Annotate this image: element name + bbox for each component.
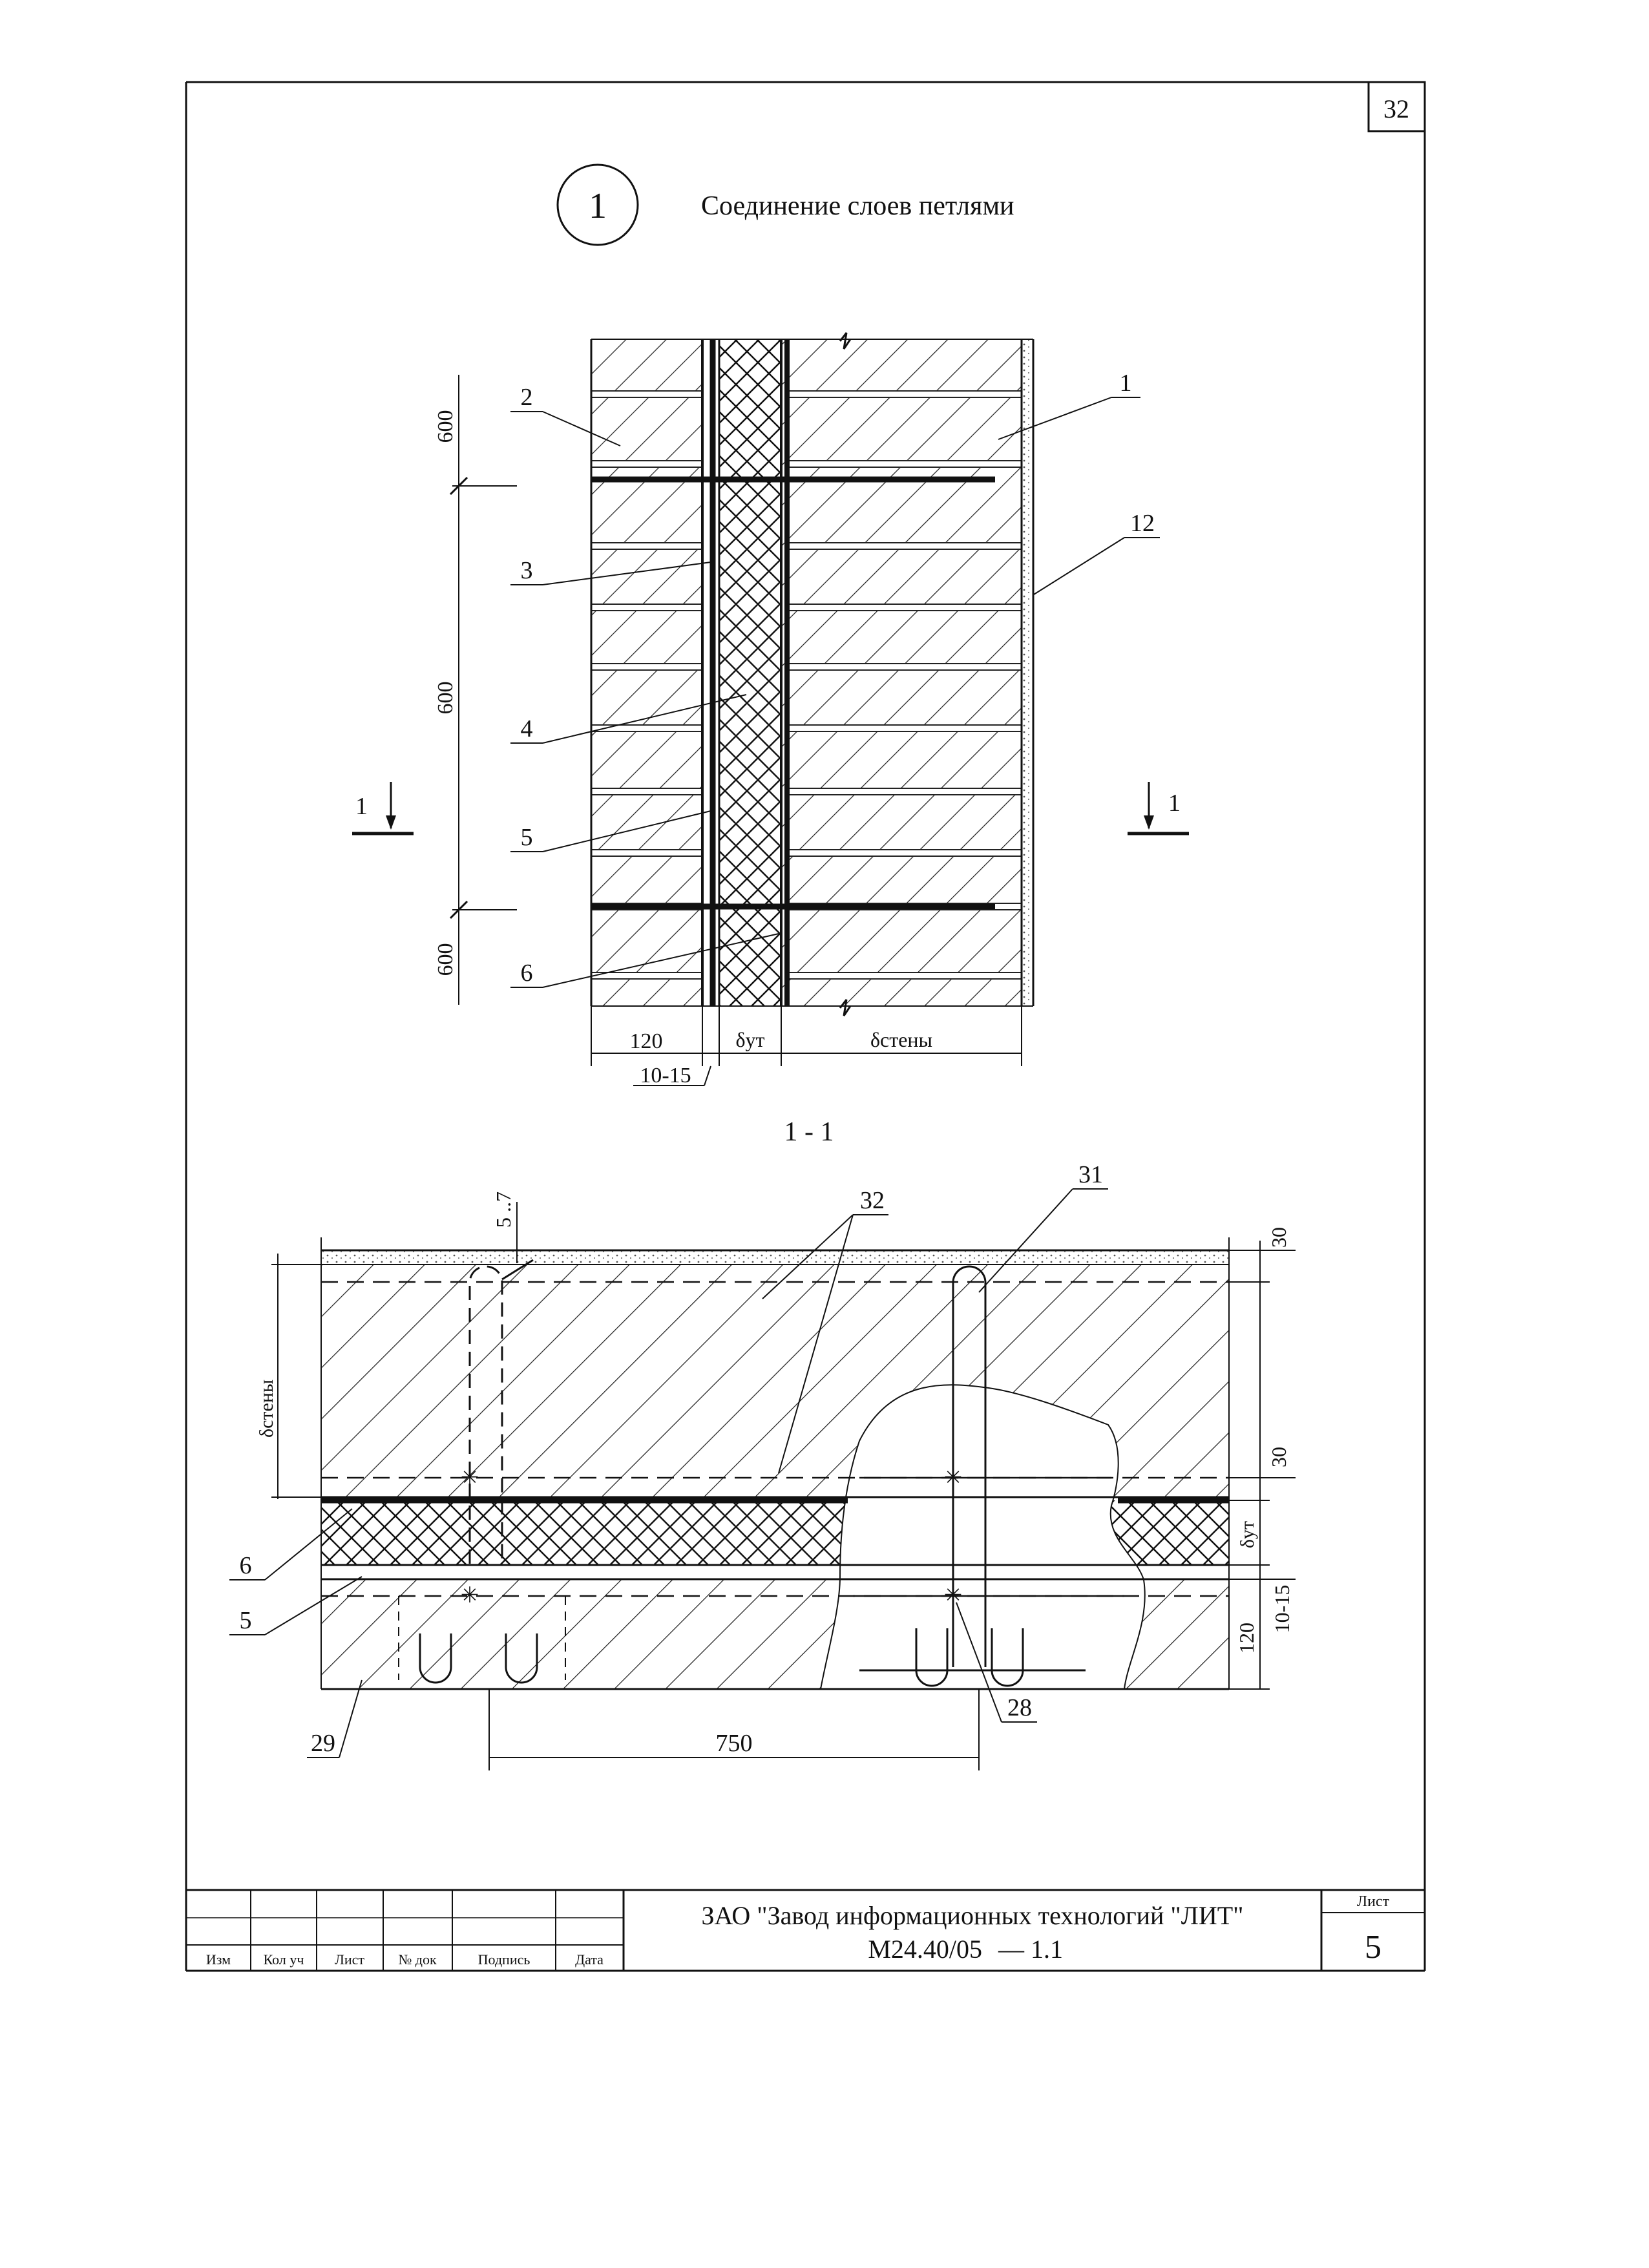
mortar-joint xyxy=(787,391,1022,397)
elevation-view: 600 600 600 120 δут δстены 10-15 2 3 4 5… xyxy=(352,332,1189,1087)
tb-sheet-no: 5 xyxy=(1365,1929,1381,1966)
section-title: 1 - 1 xyxy=(784,1117,834,1147)
mortar-joint xyxy=(591,543,702,549)
mortar-joint xyxy=(591,391,702,397)
callout-28: 28 xyxy=(1007,1694,1032,1721)
callout-5-section: 5 xyxy=(240,1607,252,1634)
dim-loop-offset: 5 ..7 xyxy=(492,1192,515,1228)
tb-col-kol-uch: Кол уч xyxy=(264,1951,304,1968)
section-plaster xyxy=(321,1250,1229,1265)
callout-1: 1 xyxy=(1120,370,1132,397)
mortar-joint xyxy=(787,543,1022,549)
tb-company: ЗАО "Завод информационных технологий "ЛИ… xyxy=(701,1901,1243,1930)
dim-section-cover-top: 30 xyxy=(1267,1227,1290,1248)
dim-section-wall: δстены xyxy=(256,1380,277,1438)
dim-elev-bottom: 600 xyxy=(434,943,457,976)
title-block xyxy=(186,1889,1425,1971)
callout-31: 31 xyxy=(1078,1161,1103,1188)
section-1-1: ✳ ✳ ✳ ✳ 5 ..7 δстены 30 30 δу xyxy=(229,1161,1296,1770)
callout-2: 2 xyxy=(521,384,533,411)
mortar-joint xyxy=(591,461,702,467)
mortar-joint xyxy=(591,725,702,731)
dim-delta-ut: δут xyxy=(735,1028,764,1051)
tb-col-list: Лист xyxy=(335,1951,364,1968)
mortar-joint xyxy=(591,604,702,611)
tb-col-izm: Изм xyxy=(206,1951,231,1968)
tb-col-podpis: Подпись xyxy=(478,1951,530,1968)
dim-elev-top: 600 xyxy=(434,410,457,443)
dim-gap-10-15: 10-15 xyxy=(640,1064,691,1087)
tb-sheet-label: Лист xyxy=(1357,1893,1390,1910)
mortar-joint xyxy=(787,725,1022,731)
svg-text:✳: ✳ xyxy=(944,1466,963,1490)
callout-32: 32 xyxy=(860,1187,885,1214)
dim-inner-120: 120 xyxy=(630,1029,663,1053)
mortar-joint xyxy=(787,461,1022,467)
mortar-joint xyxy=(787,664,1022,670)
mortar-joint xyxy=(787,788,1022,795)
dim-section-cover-mid: 30 xyxy=(1267,1447,1290,1467)
sheet-top-number: 32 xyxy=(1383,94,1409,123)
callout-6-section: 6 xyxy=(240,1552,252,1579)
callout-12: 12 xyxy=(1130,510,1155,537)
section-mark-left: 1 xyxy=(355,793,368,820)
mortar-joint xyxy=(787,972,1022,979)
callout-6: 6 xyxy=(521,960,533,987)
svg-text:✳: ✳ xyxy=(461,1584,479,1608)
svg-text:✳: ✳ xyxy=(944,1584,963,1608)
dim-section-750: 750 xyxy=(716,1730,753,1757)
callout-5: 5 xyxy=(521,824,533,851)
plaster-layer xyxy=(1022,339,1033,1006)
tb-col-doc: № док xyxy=(398,1951,437,1968)
tb-doc-code: М24.40/05 xyxy=(868,1935,982,1964)
tb-col-data: Дата xyxy=(575,1951,604,1968)
dim-section-gap: 10-15 xyxy=(1270,1585,1294,1633)
mortar-joint xyxy=(591,972,702,979)
detail-number: 1 xyxy=(589,186,607,226)
callout-3: 3 xyxy=(521,557,533,584)
cutaway-window xyxy=(819,1384,1146,1690)
detail-title: Соединение слоев петлями xyxy=(701,191,1014,221)
outer-brick-wall xyxy=(782,339,1022,1006)
svg-text:✳: ✳ xyxy=(461,1466,479,1490)
insulation-layer xyxy=(719,339,781,1006)
sheet-frame xyxy=(185,81,1426,1972)
mortar-joint xyxy=(591,850,702,856)
mortar-joint xyxy=(787,604,1022,611)
mortar-joint xyxy=(591,788,702,795)
dim-section-inner: 120 xyxy=(1235,1622,1258,1654)
dim-section-insulation: δут xyxy=(1237,1521,1258,1548)
mortar-joint xyxy=(787,850,1022,856)
inner-brick-layer xyxy=(591,339,702,1006)
dim-delta-wall: δстены xyxy=(870,1028,932,1051)
sheet-number-box xyxy=(1367,81,1426,132)
detail-number-circle xyxy=(556,163,639,246)
section-mark-right: 1 xyxy=(1168,790,1181,817)
callout-29: 29 xyxy=(311,1730,335,1757)
mortar-joint xyxy=(591,664,702,670)
tb-doc-suffix: — 1.1 xyxy=(998,1935,1063,1964)
dim-elev-mid: 600 xyxy=(434,682,457,715)
callout-4: 4 xyxy=(521,715,533,742)
